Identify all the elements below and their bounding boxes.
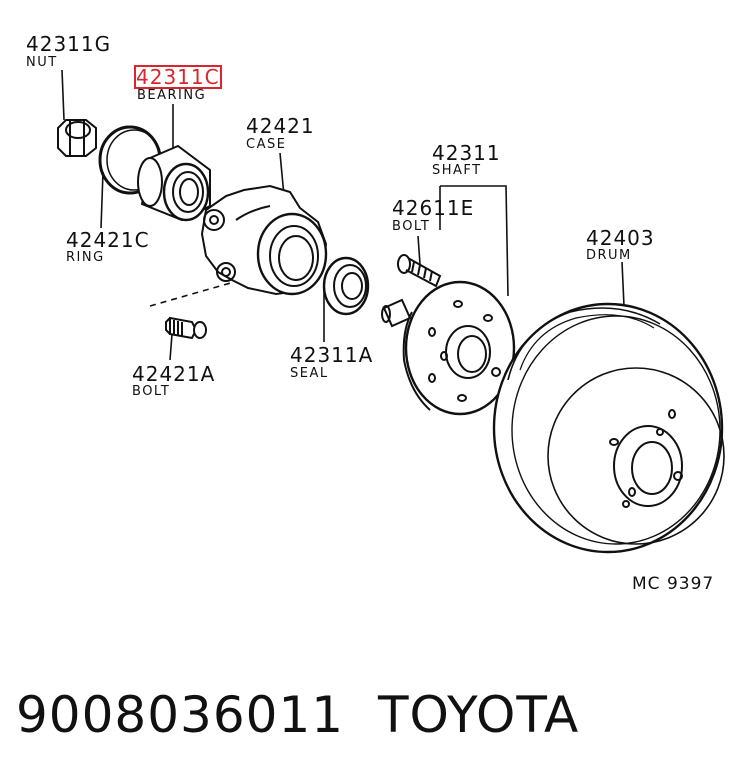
seal-drawing [324,258,368,314]
part-number-nut: 42311G [26,32,112,56]
part-number-bearing[interactable]: 42311C [134,65,222,89]
shaft-drawing [382,282,514,414]
part-name-seal: SEAL [290,366,329,381]
part-name-nut: NUT [26,55,58,70]
part-number-seal: 42311A [290,343,374,367]
part-name-case: CASE [246,137,287,152]
part-name-bearing: BEARING [137,88,207,103]
leader-lines [62,70,624,360]
leader-nut [62,70,64,120]
nut-drawing [58,120,96,156]
leader-case-bolt [170,334,172,360]
leader-ring [101,172,103,228]
case-drawing [202,186,326,294]
leader-case [280,153,284,196]
footer-brand: TOYOTA [378,686,580,744]
bearing-drawing [138,146,210,220]
dashed-alignment-line [150,282,234,306]
part-name-drum: DRUM [586,248,632,263]
part-number-ring: 42421C [66,228,150,252]
drum-drawing [494,304,724,552]
part-number-shaft: 42311 [432,141,501,165]
footer-part-number: 9008036011 [16,686,345,744]
leader-hub-bolt [418,236,420,264]
part-number-drum: 42403 [586,226,655,250]
part-name-shaft: SHAFT [432,163,482,178]
diagram-code: MC 9397 [632,574,715,594]
part-name-ring: RING [66,250,105,265]
case-bolt-drawing [166,318,206,338]
leader-drum [622,262,624,306]
part-number-case-bolt: 42421A [132,362,216,386]
hub-bolt-drawing [398,255,440,286]
part-name-case-bolt: BOLT [132,384,171,399]
leader-shaft [440,186,508,296]
part-name-hub-bolt: BOLT [392,219,431,234]
part-number-case: 42421 [246,114,315,138]
part-number-hub-bolt: 42611E [392,196,475,220]
